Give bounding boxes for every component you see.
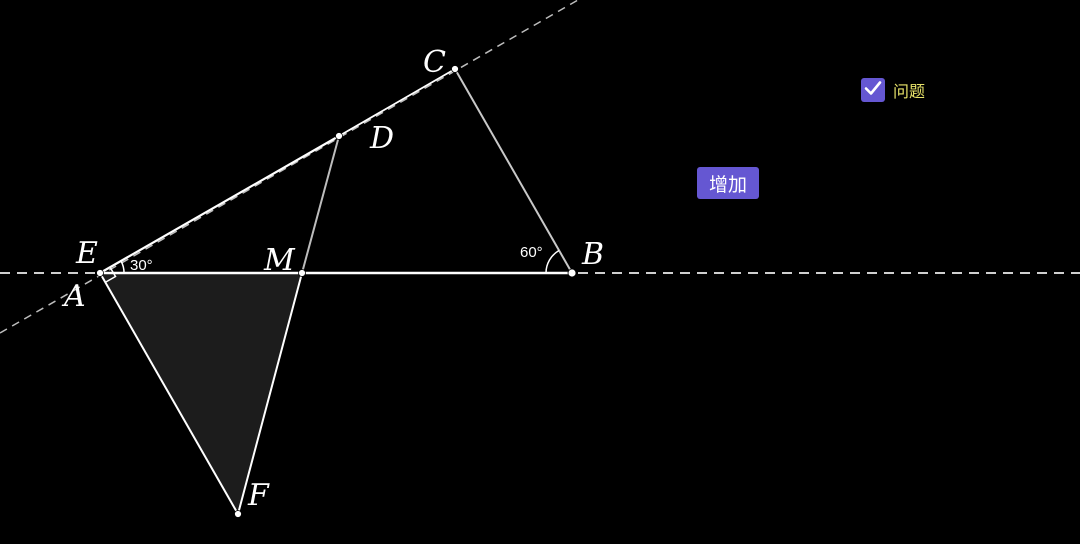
add-button[interactable]: 增加 [697, 167, 759, 199]
segment-ed [99, 135, 340, 274]
label-f: F [247, 478, 270, 513]
label-a: A [61, 279, 86, 314]
angle-arc-e [120, 260, 125, 274]
segment-dm [301, 135, 340, 274]
point-b[interactable] [567, 268, 577, 278]
check-icon [863, 78, 883, 103]
point-c[interactable] [451, 65, 459, 73]
checkbox-box[interactable] [861, 78, 885, 102]
point-d[interactable] [335, 132, 343, 140]
segment-mf [237, 272, 303, 515]
label-m: M [263, 243, 296, 278]
point-f[interactable] [234, 510, 242, 518]
triangle-emf [100, 273, 302, 514]
checkbox-label: 问题 [893, 82, 926, 101]
label-d: D [369, 121, 394, 156]
point-m[interactable] [298, 269, 306, 277]
segment-dc [338, 68, 456, 137]
question-checkbox[interactable]: 问题 [861, 78, 925, 102]
angle-label-b: 60° [520, 244, 543, 261]
segment-cb [454, 68, 573, 274]
right-angle-mark-e [104, 267, 117, 284]
segment-ef [99, 272, 239, 515]
angle-label-e: 30° [130, 257, 153, 274]
point-e[interactable] [96, 269, 104, 277]
label-c: C [423, 45, 446, 80]
label-b: B [581, 237, 604, 272]
angle-arc-b [545, 249, 560, 274]
label-e: E [75, 236, 98, 271]
